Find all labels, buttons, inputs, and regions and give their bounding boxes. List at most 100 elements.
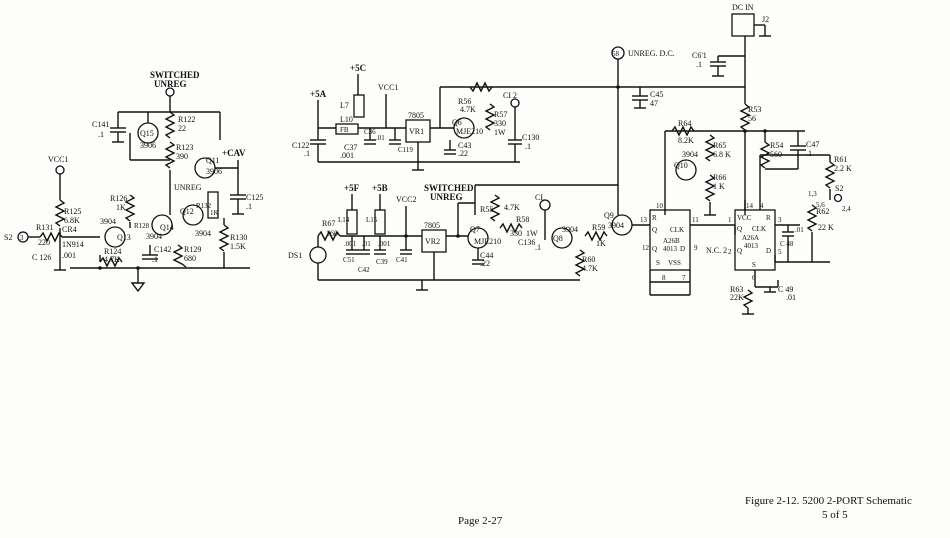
vr2-label: VR2	[425, 237, 440, 246]
a26b-r: R	[652, 214, 657, 222]
a26b-flip-flop	[649, 209, 691, 271]
c125-label: C125	[246, 193, 263, 202]
c130-value: .1	[525, 142, 531, 151]
r57-value: 330	[494, 119, 506, 128]
r67-label: R67	[322, 219, 335, 228]
r64-resistor	[671, 125, 695, 137]
cr4-type: 1N914	[62, 240, 84, 249]
r56-label: R56	[458, 97, 471, 106]
vcc1-terminal	[55, 165, 65, 175]
a26b-s: S	[656, 259, 660, 267]
label-switched: SWITCHED	[150, 70, 200, 80]
a26b-vss: VSS	[668, 259, 681, 267]
q14-label: Q14	[160, 223, 174, 232]
r61-label: R61	[834, 155, 847, 164]
c141-value: .1	[98, 130, 104, 139]
r53-label: R53	[748, 105, 761, 114]
c51-value: .001	[344, 240, 357, 248]
a26b-clk: CLK	[670, 226, 684, 234]
c45-value: 47	[650, 99, 658, 108]
c49-value: .01	[786, 293, 796, 302]
cr4-label: CR4	[62, 225, 77, 234]
q12-transistor	[182, 204, 204, 226]
q13-type: 3904	[100, 217, 116, 226]
l14-label: L14	[338, 216, 350, 224]
schematic-diagram: SWITCHED UNREG C141 .1 Q15 3906 R122 22 …	[4, 3, 852, 315]
q10-transistor	[675, 159, 697, 181]
c51-label: C51	[343, 256, 355, 264]
pin-13: 13	[640, 216, 648, 224]
nc-label: N.C. 2	[706, 246, 727, 255]
pins-56-label: 5,6	[816, 201, 825, 209]
l15-inductor	[374, 209, 386, 235]
ground-symbol	[130, 282, 146, 293]
c45-label: C45	[650, 90, 663, 99]
l10-inductor	[335, 123, 359, 135]
r60-value: 4.7K	[582, 264, 598, 273]
c44-label: C44	[480, 251, 493, 260]
q15-type: 3906	[140, 141, 156, 150]
l14-inductor	[346, 209, 358, 235]
a26b-id: A26B	[663, 237, 680, 245]
r62-value: 22 K	[818, 223, 834, 232]
q11-type: 3906	[206, 167, 222, 176]
vcc1b-label: VCC1	[378, 83, 398, 92]
r58-value: 330	[510, 229, 522, 238]
r129-label: R129	[184, 245, 201, 254]
unreg3-label: UNREG	[430, 192, 463, 202]
r132-value: 1K	[210, 209, 219, 217]
r125-label: R125	[64, 207, 81, 216]
a26a-type: 4013	[744, 242, 759, 250]
pin-6: 6	[752, 274, 756, 282]
c47-value: .1	[806, 149, 812, 158]
r56-resistor	[469, 81, 493, 93]
pin-1: 1	[728, 216, 732, 224]
r63-label: R63	[730, 285, 743, 294]
r124-resistor	[99, 256, 123, 268]
label-unreg: UNREG	[154, 79, 187, 89]
a26b-type: 4013	[663, 245, 678, 253]
r67-resistor	[317, 230, 341, 242]
q7-label: Q7	[470, 225, 480, 234]
pins-13-label: 1,3	[808, 190, 817, 198]
pin-3: 3	[778, 216, 782, 224]
r131-value: 220	[38, 238, 50, 247]
a26a-q: Q	[737, 225, 742, 233]
vcc2-label: VCC2	[396, 195, 416, 204]
mje210-label: MJE210	[456, 127, 483, 136]
switched-unreg-terminal	[165, 87, 175, 97]
c61-value: .1	[696, 60, 702, 69]
r54-label: R54	[770, 141, 783, 150]
r59-value: 1K	[596, 239, 606, 248]
c130-label: C130	[522, 133, 539, 142]
c37-label: C37	[344, 143, 357, 152]
unreg2-label: UNREG	[174, 183, 202, 192]
pin-10: 10	[656, 202, 664, 210]
r58-resistor	[499, 222, 523, 234]
r130-value: 1.5K	[230, 242, 246, 251]
top-regulator-circuit: +5A +5C L7 VCC1 L10 FB C122 .1 C36 .01 C…	[292, 63, 663, 171]
a26a-s: S	[752, 261, 756, 269]
r53-value: 56	[748, 114, 756, 123]
page-number: Page 2-27	[458, 515, 503, 527]
ci2-terminal	[510, 98, 520, 108]
l7-inductor	[353, 94, 365, 118]
c39-label: C39	[376, 258, 388, 266]
left-circuit: SWITCHED UNREG C141 .1 Q15 3906 R122 22 …	[4, 70, 263, 293]
r66-value: 1 K	[713, 182, 725, 191]
plus5a-label: +5A	[310, 89, 327, 99]
c43-label: C43	[458, 141, 471, 150]
c48-label: C 48	[780, 240, 794, 248]
r130-label: R130	[230, 233, 247, 242]
r126-resistor	[124, 194, 136, 222]
r124-label: R124	[104, 247, 121, 256]
r53-resistor	[739, 103, 751, 131]
figure-title: Figure 2-12. 5200 2-PORT Schematic	[745, 495, 912, 507]
c49-label: C 49	[778, 285, 793, 294]
pin-14: 14	[746, 202, 754, 210]
pin-8: 8	[662, 274, 666, 282]
q8-label: Q8	[553, 234, 563, 243]
r65-value: 6.8 K	[713, 150, 731, 159]
r129-resistor	[172, 244, 187, 268]
